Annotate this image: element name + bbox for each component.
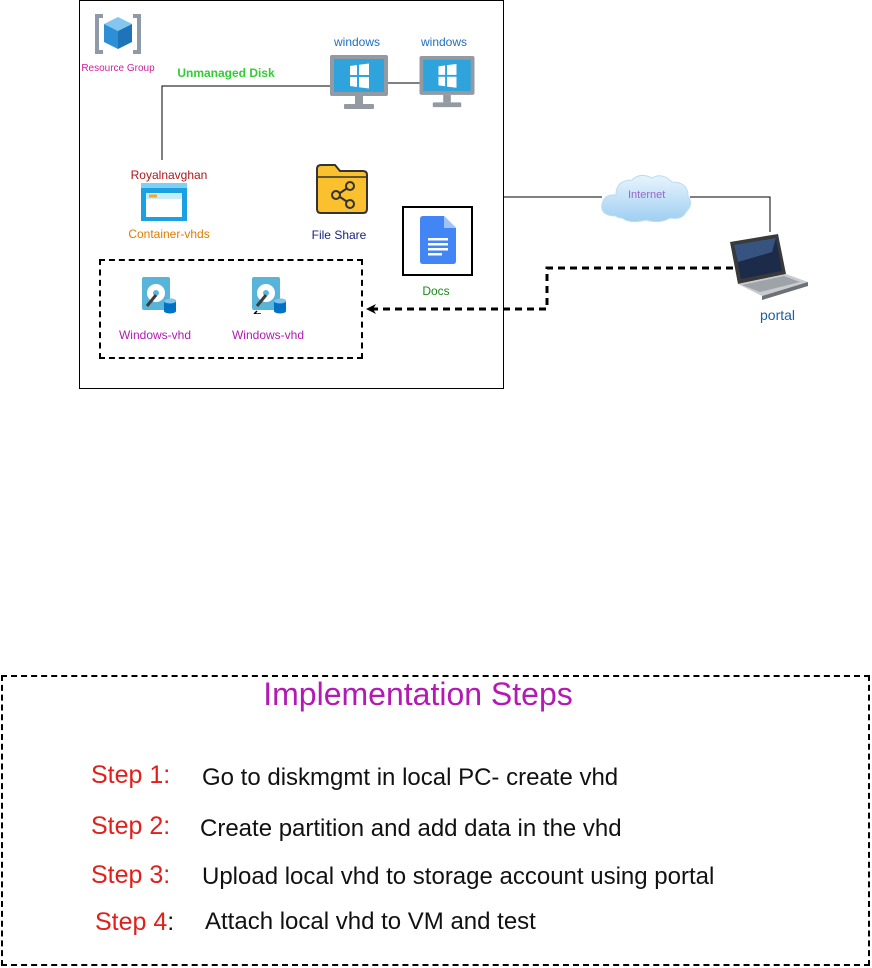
document-icon bbox=[420, 216, 456, 264]
storage-container-icon bbox=[141, 183, 187, 221]
vhd-disk-icon bbox=[142, 277, 176, 314]
resource-group-label: Resource Group bbox=[81, 63, 155, 74]
portal-upload-arrow bbox=[366, 266, 733, 314]
vhd-disk-icon bbox=[252, 277, 286, 314]
internet-cloud-icon bbox=[601, 174, 692, 223]
portal-label: portal bbox=[760, 307, 796, 323]
step-3-key: Step 3: bbox=[91, 861, 171, 889]
windows-vm-icon bbox=[330, 55, 388, 109]
step-4-key-text: Step 4 bbox=[95, 908, 168, 936]
resource-group-icon bbox=[95, 14, 141, 54]
step-4-separator: : bbox=[167, 908, 175, 936]
file-share-label: File Share bbox=[311, 228, 367, 242]
unmanaged-disk-connector bbox=[161, 85, 330, 160]
laptop-icon bbox=[730, 234, 808, 300]
vm2-label: windows bbox=[420, 35, 468, 49]
vhd-label: Windows-vhd bbox=[231, 328, 305, 342]
internet-to-portal-connector bbox=[690, 196, 771, 232]
step-1-text: Go to diskmgmt in local PC- create vhd bbox=[202, 764, 619, 791]
storage-account-label: Royalnavghan bbox=[130, 168, 208, 182]
step-4-key: Step 4: bbox=[95, 908, 174, 937]
steps-title: Implementation Steps bbox=[263, 676, 573, 712]
windows-vm-icon bbox=[419, 55, 475, 108]
vhd-label: Windows-vhd bbox=[118, 328, 192, 342]
unmanaged-disk-label: Unmanaged Disk bbox=[177, 66, 275, 80]
file-share-folder-icon bbox=[316, 164, 368, 214]
step-3-text: Upload local vhd to storage account usin… bbox=[202, 863, 715, 890]
resource-group-container bbox=[79, 0, 504, 389]
vhd-group-container bbox=[99, 259, 363, 359]
implementation-steps-panel bbox=[1, 675, 870, 966]
docs-frame bbox=[402, 206, 473, 276]
internet-label: Internet bbox=[628, 189, 666, 201]
step-4-text: Attach local vhd to VM and test bbox=[205, 908, 536, 935]
container-label: Container-vhds bbox=[128, 227, 210, 241]
step-1-key: Step 1: bbox=[91, 761, 171, 789]
step-2-text: Create partition and add data in the vhd bbox=[200, 815, 622, 842]
vm1-label: windows bbox=[333, 35, 381, 49]
step-2-key: Step 2: bbox=[91, 812, 171, 840]
docs-label: Docs bbox=[422, 284, 450, 298]
